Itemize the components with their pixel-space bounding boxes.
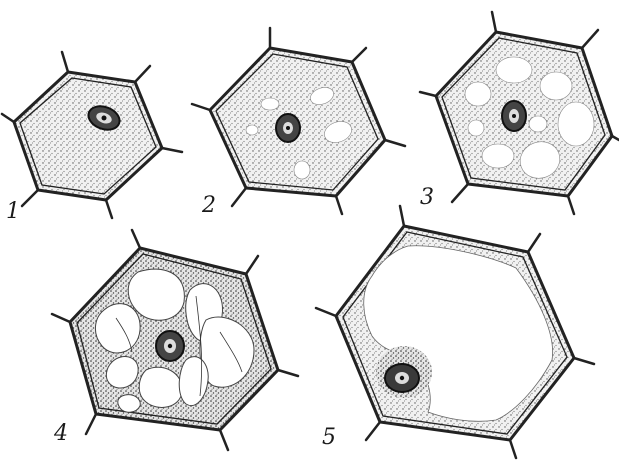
cell-3: 3: [420, 12, 619, 214]
cell-4-label: 4: [53, 421, 68, 446]
cell-5-label: 5: [322, 425, 336, 450]
cell-3-label: 3: [420, 185, 434, 210]
cell-5: 5: [316, 206, 594, 458]
cell-1-wall: [14, 72, 162, 200]
cell-1-label: 1: [6, 199, 20, 224]
cell-1: 1: [2, 52, 182, 224]
cell-2-label: 2: [201, 193, 216, 218]
cell-4: 4: [52, 230, 298, 450]
cell-2: 2: [192, 28, 405, 218]
